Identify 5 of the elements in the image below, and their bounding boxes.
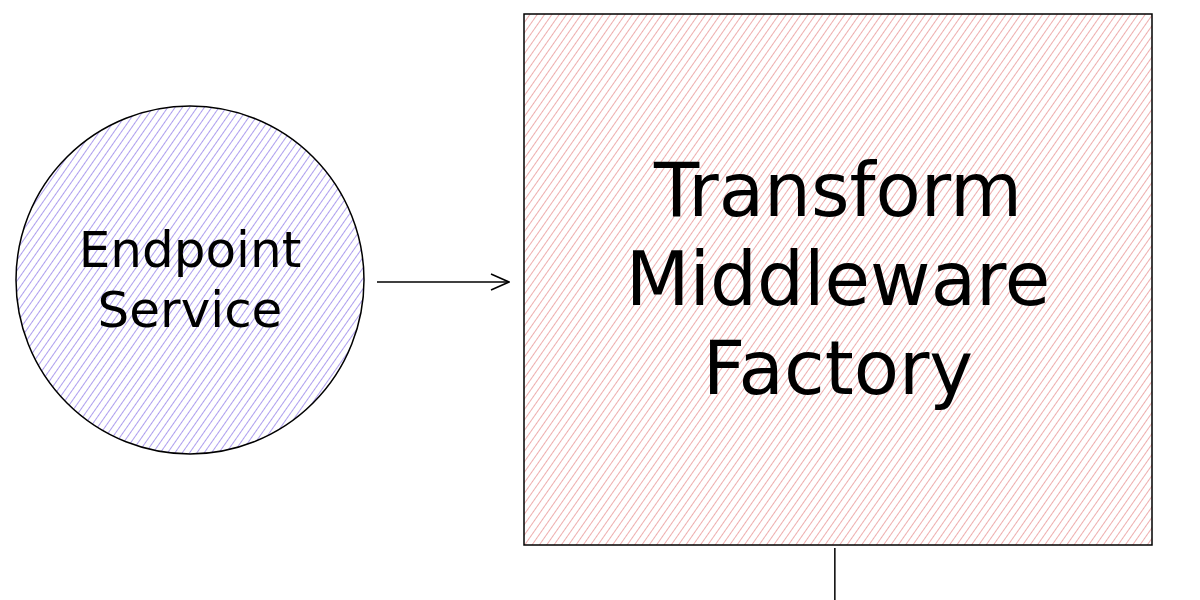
node-label: Transform Middleware Factory: [624, 146, 1052, 413]
node-label: Endpoint Service: [77, 220, 303, 340]
service-circle: [15, 105, 365, 455]
arrow: [376, 273, 510, 291]
process-box: [523, 13, 1153, 546]
